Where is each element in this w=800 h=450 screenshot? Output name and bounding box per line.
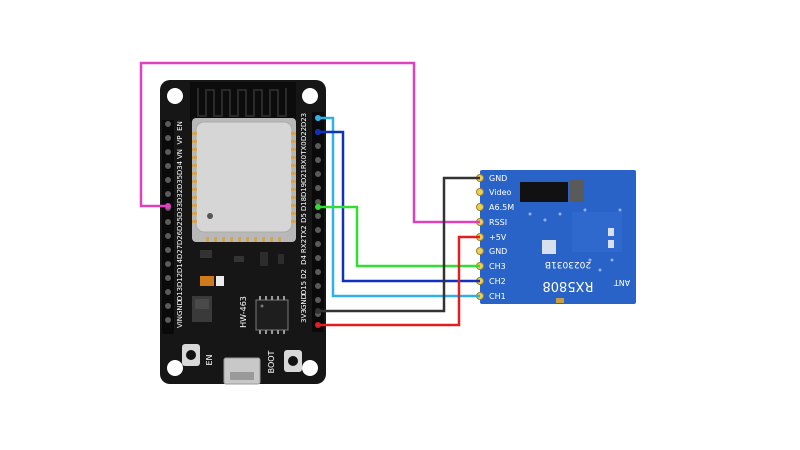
right-pin-label: D21 [300,169,308,183]
right-pin-label: TX0 [300,141,308,156]
wires [139,61,480,327]
chip-pins [259,296,285,334]
left-pin-label: D14 [176,258,184,273]
rx5808-chip-gray [570,180,584,202]
rx5808-pin-labels: GND Video A6.5M RSSI +5V GND CH3 CH2 CH1 [489,174,514,301]
right-pin-label: GND [300,294,308,310]
rx5808-pin-holes [476,174,484,300]
rx5808-pin-label: CH2 [489,277,506,286]
smd-component [260,252,268,266]
boot-button-label: BOOT [267,350,276,373]
rx5808-pin-label: Video [489,188,512,197]
left-pin-label: D34 [176,160,184,175]
en-button-label: EN [205,354,214,365]
micro-usb-opening [230,372,254,380]
wire-endpoints [165,115,321,328]
smd-component [234,256,244,262]
rx5808-pcb [480,170,636,304]
left-pin-label: D35 [176,175,184,189]
right-pin-label: D15 [300,281,308,295]
right-pin-labels: D23 D22 TX0 RX0 D21 D19 D18 D5 TX2 RX2 D… [300,113,308,323]
rx5808-module: GND Video A6.5M RSSI +5V GND CH3 CH2 CH1… [476,170,636,304]
rx5808-pin-label: GND [489,174,507,183]
smd-component [200,250,212,258]
right-pin-header [312,112,324,332]
right-pin-label: RX2 [300,239,308,253]
wire-endpoint [315,129,321,135]
led-orange [200,276,214,286]
chip-pin1-marker [260,304,264,308]
rx5808-ant-label: ANT [614,278,630,287]
mount-hole-top-left [167,88,183,104]
right-pin-label: TX2 [300,225,308,240]
wire-5v-to-3v3 [318,235,480,327]
right-pin-label: D22 [300,127,308,141]
board-model-label: HW-463 [239,296,248,328]
right-pin-label: 3V3 [300,309,308,323]
rx5808-smd-pads [542,228,614,254]
left-pin-label: D32 [176,189,184,203]
right-pin-label: RX0 [300,155,308,169]
left-pin-label: D25 [176,217,184,231]
right-pin-label: D18 [300,197,308,211]
wire-endpoint [315,322,321,328]
rx5808-pin-label: A6.5M [489,203,514,212]
right-pin-label: D2 [300,269,308,279]
rx5808-pin-label: CH3 [489,262,506,271]
rx5808-pin-label: CH1 [489,292,506,301]
right-pin-label: D4 [300,255,308,265]
wire-endpoint [315,115,321,121]
wire-endpoint [165,203,171,209]
left-pin-header [162,120,174,334]
rx5808-chip-black [520,182,568,202]
smd-component [278,254,284,264]
en-button-cap[interactable] [186,350,196,360]
left-pin-label: D12 [176,273,184,287]
wire-rssi-to-d33 [139,61,480,224]
mount-hole-top-right [302,88,318,104]
mount-hole-bottom-right [302,360,318,376]
right-pin-label: D19 [300,183,308,197]
left-pin-label: VIN [176,316,184,328]
left-pin-label: VP [176,135,184,144]
esp32-module-shield [195,121,293,233]
left-pin-labels: EN VP VN D34 D35 D32 D33 D25 D26 D27 D14… [176,121,184,328]
esp32-board: EN VP VN D34 D35 D32 D33 D25 D26 D27 D14… [160,80,326,385]
left-pin-label: GND [176,300,184,316]
left-pin-label: D27 [176,245,184,259]
module-pin1-marker [207,213,213,219]
module-side-pads [192,132,296,242]
micro-usb-port [223,357,261,385]
rx5808-model-label: RX5808 [542,278,593,293]
rx5808-vias [528,208,622,272]
wire-gnd-to-gnd [318,176,480,313]
led-white [216,276,224,286]
wire-ch3-to-d22 [318,205,480,268]
mount-hole-bottom-left [167,360,183,376]
rx5808-pin-label: RSSI [489,218,507,227]
right-pin-label: D23 [300,113,308,127]
left-pin-label: D26 [176,230,184,245]
right-pin-label: D5 [300,213,308,223]
left-pin-label: D13 [176,287,184,301]
rx5808-pin-label: GND [489,247,507,256]
regulator-tab [195,299,209,309]
wire-endpoint [315,204,321,210]
rx5808-small-part [556,298,564,303]
antenna-trace [197,88,287,117]
left-pin-label: D33 [176,203,184,217]
usb-serial-chip [255,299,289,331]
rx5808-rf-section [572,212,622,252]
left-pin-label: EN [176,121,184,131]
rx5808-pin-label: +5V [489,233,507,242]
wire-endpoint [315,308,321,314]
rx5808-date-code: 2023031B [545,259,591,269]
boot-button-cap[interactable] [288,356,298,366]
left-pin-label: VN [176,149,184,159]
